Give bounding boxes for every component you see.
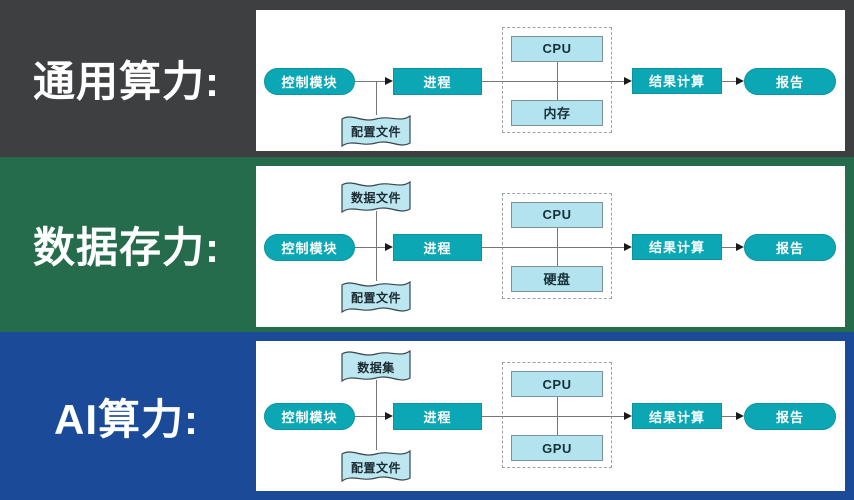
- flow-line: [722, 246, 737, 248]
- doc-label: 数据集: [357, 360, 395, 375]
- arrowhead-icon: [385, 412, 393, 420]
- doc-label: 数据文件: [350, 191, 401, 205]
- doc-label: 配置文件: [350, 460, 401, 475]
- doc-label: 配置文件: [350, 125, 401, 139]
- diagram-panel: 控制模块 进程 CPU 硬盘 结果计算 报告 数据文件 配置文件: [256, 166, 845, 327]
- node-control-module: 控制模块: [264, 403, 355, 430]
- node-result-calc: 结果计算: [632, 403, 722, 429]
- compute-unit-group: [502, 26, 612, 133]
- band-title: 数据存力:: [33, 224, 220, 271]
- flow-line: [355, 80, 386, 82]
- node-memory: 内存: [511, 99, 603, 126]
- connector-line: [376, 210, 377, 281]
- band-data-storage: 数据存力: 控制模块 进程 CPU 硬盘 结果计算 报告 数据文件: [0, 157, 854, 332]
- diagram-panel: 控制模块 进程 CPU GPU 结果计算 报告 数据集 配置文件: [256, 341, 845, 491]
- flowchart: 控制模块 进程 CPU GPU 结果计算 报告 数据集 配置文件: [256, 346, 845, 486]
- flow-line: [482, 416, 625, 417]
- node-cpu: CPU: [511, 371, 603, 397]
- flow-line: [482, 246, 625, 248]
- node-cpu: CPU: [511, 201, 603, 228]
- band-title: AI算力:: [54, 395, 199, 443]
- node-control-module: 控制模块: [264, 67, 355, 95]
- node-report: 报告: [744, 233, 836, 261]
- doc-label: 配置文件: [350, 291, 401, 305]
- compute-unit-group: [502, 192, 612, 299]
- document-shape-icon: [341, 449, 411, 483]
- doc-data-file: 数据文件: [340, 177, 412, 217]
- flow-line: [482, 80, 625, 82]
- document-shape-icon: [341, 114, 411, 147]
- node-process: 进程: [393, 233, 482, 261]
- arrowhead-icon: [624, 412, 632, 420]
- compute-unit-group: [502, 362, 612, 468]
- doc-config-file: 配置文件: [340, 446, 412, 486]
- connector-line: [376, 380, 377, 450]
- document-shape-icon: [341, 280, 411, 313]
- node-process: 进程: [393, 67, 482, 95]
- arrowhead-icon: [736, 412, 744, 420]
- connector-line: [557, 397, 558, 435]
- connector-line: [376, 80, 377, 115]
- doc-config-file: 配置文件: [340, 111, 412, 151]
- connector-line: [557, 61, 558, 100]
- doc-config-file: 配置文件: [340, 277, 412, 317]
- arrowhead-icon: [385, 76, 393, 85]
- doc-dataset: 数据集: [340, 346, 412, 386]
- node-result-calc: 结果计算: [632, 67, 722, 94]
- node-report: 报告: [744, 67, 836, 95]
- band-ai-computing: AI算力: 控制模块 进程 CPU GPU 结果计算 报告 数据集: [0, 332, 854, 500]
- node-report: 报告: [744, 403, 836, 430]
- arrowhead-icon: [624, 242, 632, 251]
- node-cpu: CPU: [511, 35, 603, 62]
- flow-line: [722, 416, 737, 417]
- arrowhead-icon: [624, 76, 632, 85]
- flowchart: 控制模块 进程 CPU 内存 结果计算 报告 配置文件: [256, 11, 845, 151]
- arrowhead-icon: [736, 76, 744, 85]
- arrowhead-icon: [736, 242, 744, 251]
- flow-line: [355, 246, 386, 248]
- node-process: 进程: [393, 403, 482, 430]
- flowchart: 控制模块 进程 CPU 硬盘 结果计算 报告 数据文件 配置文件: [256, 177, 845, 317]
- node-result-calc: 结果计算: [632, 233, 722, 260]
- node-control-module: 控制模块: [264, 233, 355, 261]
- flow-line: [355, 416, 386, 417]
- flow-line: [722, 80, 737, 82]
- document-shape-icon: [341, 349, 411, 383]
- document-shape-icon: [341, 180, 411, 213]
- arrowhead-icon: [385, 242, 393, 251]
- connector-line: [557, 227, 558, 266]
- node-harddisk: 硬盘: [511, 265, 603, 292]
- band-general-computing: 通用算力: 控制模块 进程 CPU 内存 结果计算 报告 配置文件: [0, 0, 854, 157]
- diagram-panel: 控制模块 进程 CPU 内存 结果计算 报告 配置文件: [256, 10, 845, 151]
- band-title: 通用算力:: [33, 58, 220, 105]
- node-gpu: GPU: [511, 435, 603, 461]
